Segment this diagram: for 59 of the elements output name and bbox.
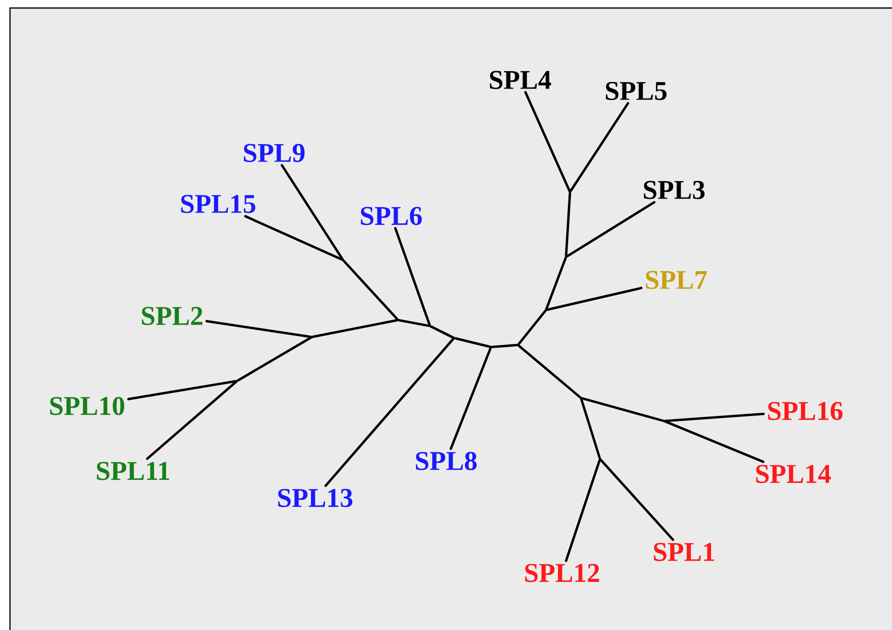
- branch-line: [546, 286, 642, 311]
- branch-line: [600, 458, 674, 541]
- leaf-label: SPL9: [244, 144, 305, 162]
- branch-point: [580, 396, 582, 400]
- leaf-label: SPL12: [525, 564, 600, 582]
- leaf-label: SPL15: [181, 194, 256, 214]
- branch-line: [454, 337, 491, 348]
- branch-line: [342, 260, 398, 320]
- branch-line: [580, 398, 601, 459]
- leaf-label: SPL1: [654, 542, 714, 562]
- branch-point: [310, 336, 314, 338]
- branch-line: [244, 215, 343, 261]
- branch-point: [662, 420, 666, 422]
- leaf-label: SPL6: [360, 206, 422, 226]
- branch-line: [127, 380, 237, 400]
- branch-line: [664, 420, 764, 463]
- branch-point: [544, 308, 548, 312]
- leaf-label: SPL8: [416, 452, 477, 470]
- branch-line: [664, 412, 765, 422]
- leaf-label: SPL10: [50, 396, 124, 416]
- branch-point: [452, 336, 456, 340]
- leaf-label: SPL13: [278, 488, 352, 508]
- branch-line: [398, 319, 430, 327]
- branch-line: [581, 397, 664, 422]
- branch-line: [518, 344, 582, 398]
- branch-point: [568, 190, 572, 194]
- branch-point: [396, 318, 400, 322]
- branch-line: [280, 164, 344, 260]
- branch-line: [564, 459, 601, 562]
- branch-line: [491, 344, 518, 348]
- branch-line: [206, 320, 312, 338]
- branch-line: [450, 347, 492, 450]
- branch-line: [324, 338, 454, 487]
- branch-point: [490, 346, 492, 348]
- branch-point: [236, 380, 238, 382]
- branch-point: [428, 324, 432, 328]
- branch-line: [394, 227, 431, 326]
- leaf-label: SPL5: [606, 82, 667, 100]
- branch-line: [524, 91, 571, 192]
- leaf-label: SPL16: [768, 402, 842, 420]
- branch-line: [312, 319, 398, 338]
- leaf-label: SPL2: [142, 306, 202, 326]
- branch-line: [430, 325, 454, 339]
- leaf-label: SPL7: [646, 270, 707, 290]
- branch-line: [570, 102, 630, 192]
- leaf-label: SPL14: [756, 464, 831, 484]
- branch-point: [598, 458, 602, 460]
- branch-line: [566, 201, 656, 258]
- branch-line: [518, 310, 546, 346]
- branch-line: [545, 257, 567, 310]
- leaf-label: SPL3: [644, 180, 705, 200]
- leaf-label: SPL4: [490, 70, 552, 90]
- branch-line: [146, 380, 238, 460]
- branch-line: [564, 192, 572, 257]
- leaf-label: SPL11: [96, 462, 170, 480]
- branch-point: [564, 256, 568, 258]
- branch-point: [516, 344, 520, 346]
- branch-point: [342, 258, 344, 262]
- branch-line: [237, 336, 312, 382]
